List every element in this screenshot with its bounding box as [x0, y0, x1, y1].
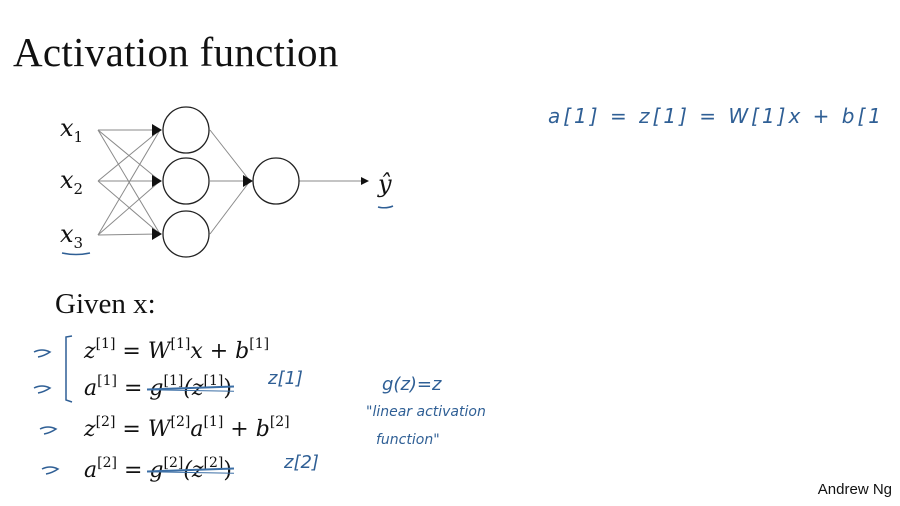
arrowhead	[152, 175, 162, 187]
edge	[209, 180, 251, 235]
input-x1: x1	[60, 114, 84, 146]
arrow-2	[33, 385, 52, 394]
bracket	[65, 335, 73, 403]
equation-z1: z[1] = W[1]x + b[1]	[84, 336, 270, 364]
input-x3: x3	[60, 220, 84, 252]
handwritten-linear-label-1: "linear activation	[366, 404, 486, 420]
underline-x3	[61, 252, 91, 256]
equation-z2: z[2] = W[2]a[1] + b[2]	[84, 414, 290, 442]
edge	[97, 233, 161, 236]
equation-a1: a[1] = g[1](z[1])	[84, 373, 232, 401]
underline-yhat	[377, 205, 394, 209]
edge	[97, 129, 161, 236]
output-neuron	[252, 157, 300, 205]
equation-a2: a[2] = g[2](z[2])	[84, 455, 232, 483]
struck-g1: g[1](z[1])	[149, 373, 232, 401]
arrowhead	[152, 228, 162, 240]
handwritten-linear-label-2: function"	[376, 432, 440, 448]
hidden-neuron-1	[162, 106, 210, 154]
arrowhead	[152, 124, 162, 136]
author-name: Andrew Ng	[817, 481, 892, 498]
slide-title: Activation function	[13, 29, 339, 75]
hidden-neuron-3	[162, 210, 210, 258]
arrow-4	[41, 466, 60, 475]
edge	[209, 129, 251, 182]
struck-g2: g[2](z[2])	[149, 455, 232, 483]
input-x2: x2	[60, 166, 84, 198]
arrow-3	[39, 426, 58, 435]
edge	[97, 129, 161, 182]
handwritten-z2: z[2]	[284, 452, 319, 473]
arrowhead	[243, 175, 253, 187]
given-label: Given x:	[55, 288, 156, 320]
output-yhat: ŷ	[378, 170, 392, 198]
handwritten-linear-def: g(z)=z	[382, 374, 442, 395]
arrow-1	[33, 349, 52, 358]
hidden-neuron-2	[162, 157, 210, 205]
handwritten-z1: z[1]	[268, 368, 303, 389]
handwritten-top-right: a[1] = z[1] = W[1]x + b[1	[548, 104, 884, 128]
edge	[97, 180, 161, 236]
